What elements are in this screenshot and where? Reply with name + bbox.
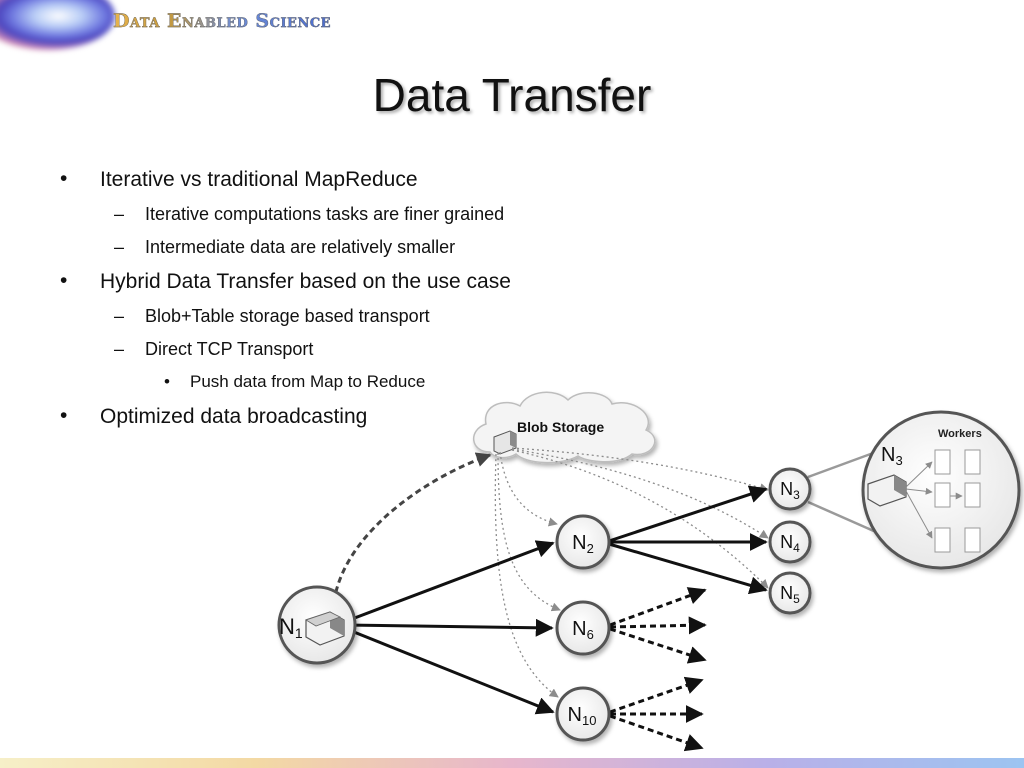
- storage-icon: [493, 430, 517, 455]
- worker-boxes: [934, 449, 981, 553]
- sub-bullet-item: Iterative computations tasks are finer g…: [145, 204, 505, 224]
- logo-text: Data Enabled Science: [113, 10, 332, 32]
- node-label: N2: [572, 532, 594, 556]
- node-n6: N6: [555, 600, 611, 656]
- sub-bullet-item: Blob+Table storage based transport: [145, 306, 430, 326]
- node-label: N4: [780, 532, 800, 555]
- dashed-arrow: [609, 587, 707, 627]
- solid-arrow: [608, 485, 768, 543]
- blob-storage-cloud: [473, 391, 656, 464]
- dotted-arrow: [511, 449, 769, 589]
- node-label: N6: [572, 618, 594, 642]
- worker-box: [964, 482, 981, 508]
- bullet-item: Iterative vs traditional MapReduce: [100, 168, 418, 191]
- worker-box: [934, 482, 951, 508]
- worker-box: [964, 527, 981, 553]
- footer-gradient-bar: [0, 758, 1024, 768]
- node-n5: N5: [768, 571, 812, 615]
- worker-arrows: [905, 461, 963, 539]
- dotted-arrow: [511, 448, 769, 539]
- bullet-marker: •: [60, 404, 68, 427]
- bullet-list: • Iterative vs traditional MapReduce – I…: [0, 0, 560, 440]
- slide-title: Data Transfer: [372, 69, 652, 121]
- node-label: N5: [780, 583, 800, 606]
- node-label: N10: [568, 704, 597, 728]
- node-label: N3: [780, 479, 800, 502]
- dash-marker: –: [114, 306, 125, 326]
- storage-icon: [305, 611, 345, 646]
- dotted-arrow: [497, 452, 561, 612]
- storage-icon: [867, 474, 907, 507]
- dashed-arrow: [609, 676, 704, 714]
- zoom-lines: [807, 450, 877, 534]
- dotted-arrow: [511, 447, 769, 493]
- sub-sub-bullet-item: Push data from Map to Reduce: [190, 372, 426, 391]
- node-label: N3: [881, 444, 903, 468]
- sub-bullet-item: Direct TCP Transport: [145, 339, 314, 359]
- bullet-marker: •: [60, 167, 68, 190]
- bullet-marker: •: [60, 269, 68, 292]
- dash-marker: –: [114, 237, 125, 257]
- worker-box: [934, 449, 951, 475]
- node-n3: N3: [768, 467, 812, 511]
- dashed-arrow: [609, 627, 707, 664]
- sub-bullet-item: Intermediate data are relatively smaller: [145, 237, 456, 257]
- workers-label: Workers: [938, 428, 982, 440]
- outgoing-dashed-arrows: [609, 587, 707, 752]
- solid-arrow: [343, 626, 555, 715]
- broadcast-arrows: [343, 485, 768, 715]
- worker-box: [964, 449, 981, 475]
- dash-marker: –: [114, 339, 125, 359]
- cloud-label: Blob Storage: [517, 419, 604, 435]
- dash-marker: –: [114, 204, 125, 224]
- node-n4: N4: [768, 520, 812, 564]
- upload-arrow: [331, 452, 492, 613]
- dashed-arrow: [609, 714, 704, 752]
- bullet-marker: •: [164, 372, 170, 391]
- solid-arrow: [343, 618, 554, 637]
- node-n1: N1: [277, 585, 357, 665]
- node-n3-zoomed: Workers N3: [861, 410, 1021, 570]
- worker-box: [934, 527, 951, 553]
- node-n2: N2: [555, 514, 611, 570]
- bullet-item: Hybrid Data Transfer based on the use ca…: [100, 270, 511, 293]
- solid-arrow: [608, 542, 768, 595]
- node-n10: N10: [555, 686, 611, 742]
- cloud-download-arrows: [494, 447, 769, 698]
- dashed-arrow: [609, 616, 707, 635]
- dotted-arrow: [494, 453, 559, 698]
- node-label: N1: [279, 614, 303, 641]
- dotted-arrow: [499, 451, 558, 527]
- solid-arrow: [343, 540, 555, 624]
- bullet-item: Optimized data broadcasting: [100, 405, 368, 428]
